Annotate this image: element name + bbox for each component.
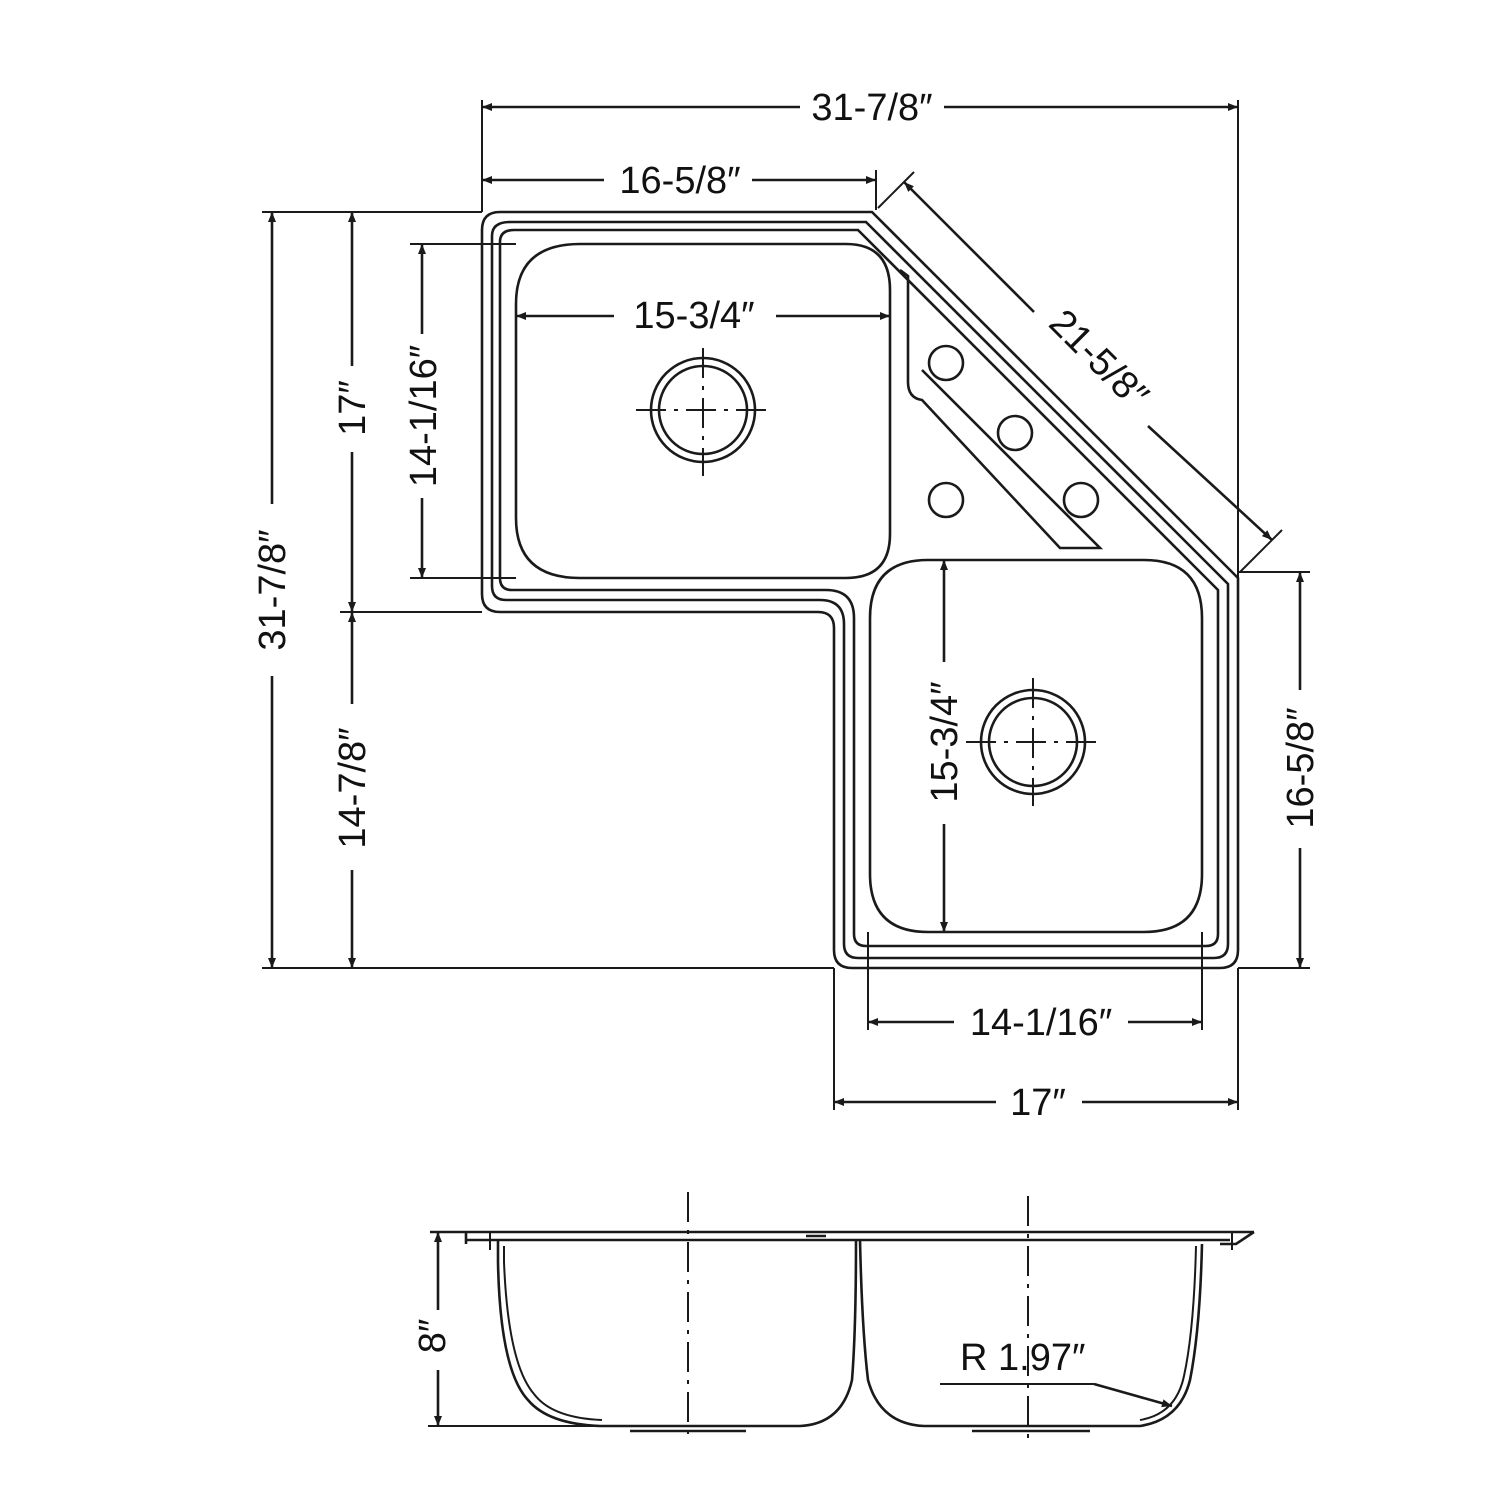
faucet-hole-4 xyxy=(1062,481,1100,519)
faucet-hole-2 xyxy=(996,414,1034,452)
section-right-bowl xyxy=(858,1239,1204,1428)
ext-line-angled xyxy=(877,171,915,209)
left-bowl xyxy=(514,242,892,580)
dim-right-bowl-width: 14-1/16″ xyxy=(970,1002,1112,1044)
dim-line-angled xyxy=(1147,425,1273,541)
section-left-bowl xyxy=(496,1239,858,1428)
sink-outer-rim xyxy=(480,210,1240,970)
radius-arrow xyxy=(1093,1382,1173,1408)
dim-right-wing-width: 17″ xyxy=(1010,1082,1066,1124)
faucet-deck xyxy=(899,268,1104,550)
dim-left-deck-width: 16-5/8″ xyxy=(619,160,740,202)
right-bowl xyxy=(868,558,1204,934)
section-right-bowl-inner xyxy=(1139,1245,1197,1421)
left-drain xyxy=(636,348,770,476)
radius-label: R 1.97″ xyxy=(960,1337,1085,1379)
dim-left-wing-depth: 17″ xyxy=(332,380,374,436)
section-rim-right xyxy=(1220,1230,1255,1246)
dim-overall-width: 31-7/8″ xyxy=(811,87,932,129)
plan-view: 31-7/8″ 16-5/8″ 15-3/4″ 21-5/8″ 31-7/8″ … xyxy=(252,87,1322,1124)
dim-bowl-depth: 8″ xyxy=(412,1319,454,1354)
right-drain xyxy=(966,678,1100,806)
dim-label-bg xyxy=(412,1310,452,1370)
faucet-hole-3 xyxy=(927,481,965,519)
dim-right-wing-height: 16-5/8″ xyxy=(1280,707,1322,828)
ext-line-angled xyxy=(1239,529,1283,573)
dim-line-angled xyxy=(903,181,1035,313)
faucet-hole-1 xyxy=(927,344,965,382)
dim-left-bowl-depth: 14-1/16″ xyxy=(403,345,445,487)
dim-right-bowl-length: 15-3/4″ xyxy=(924,681,966,802)
section-view: 8″ R 1.97″ xyxy=(412,1192,1255,1440)
dim-lower-height: 14-7/8″ xyxy=(332,727,374,848)
section-left-bowl-inner xyxy=(503,1246,603,1421)
dim-left-bowl-width: 15-3/4″ xyxy=(633,295,754,337)
sink-inner-rim xyxy=(490,220,1230,960)
sink-deck-line xyxy=(498,228,1220,948)
dim-overall-height: 31-7/8″ xyxy=(252,529,294,650)
